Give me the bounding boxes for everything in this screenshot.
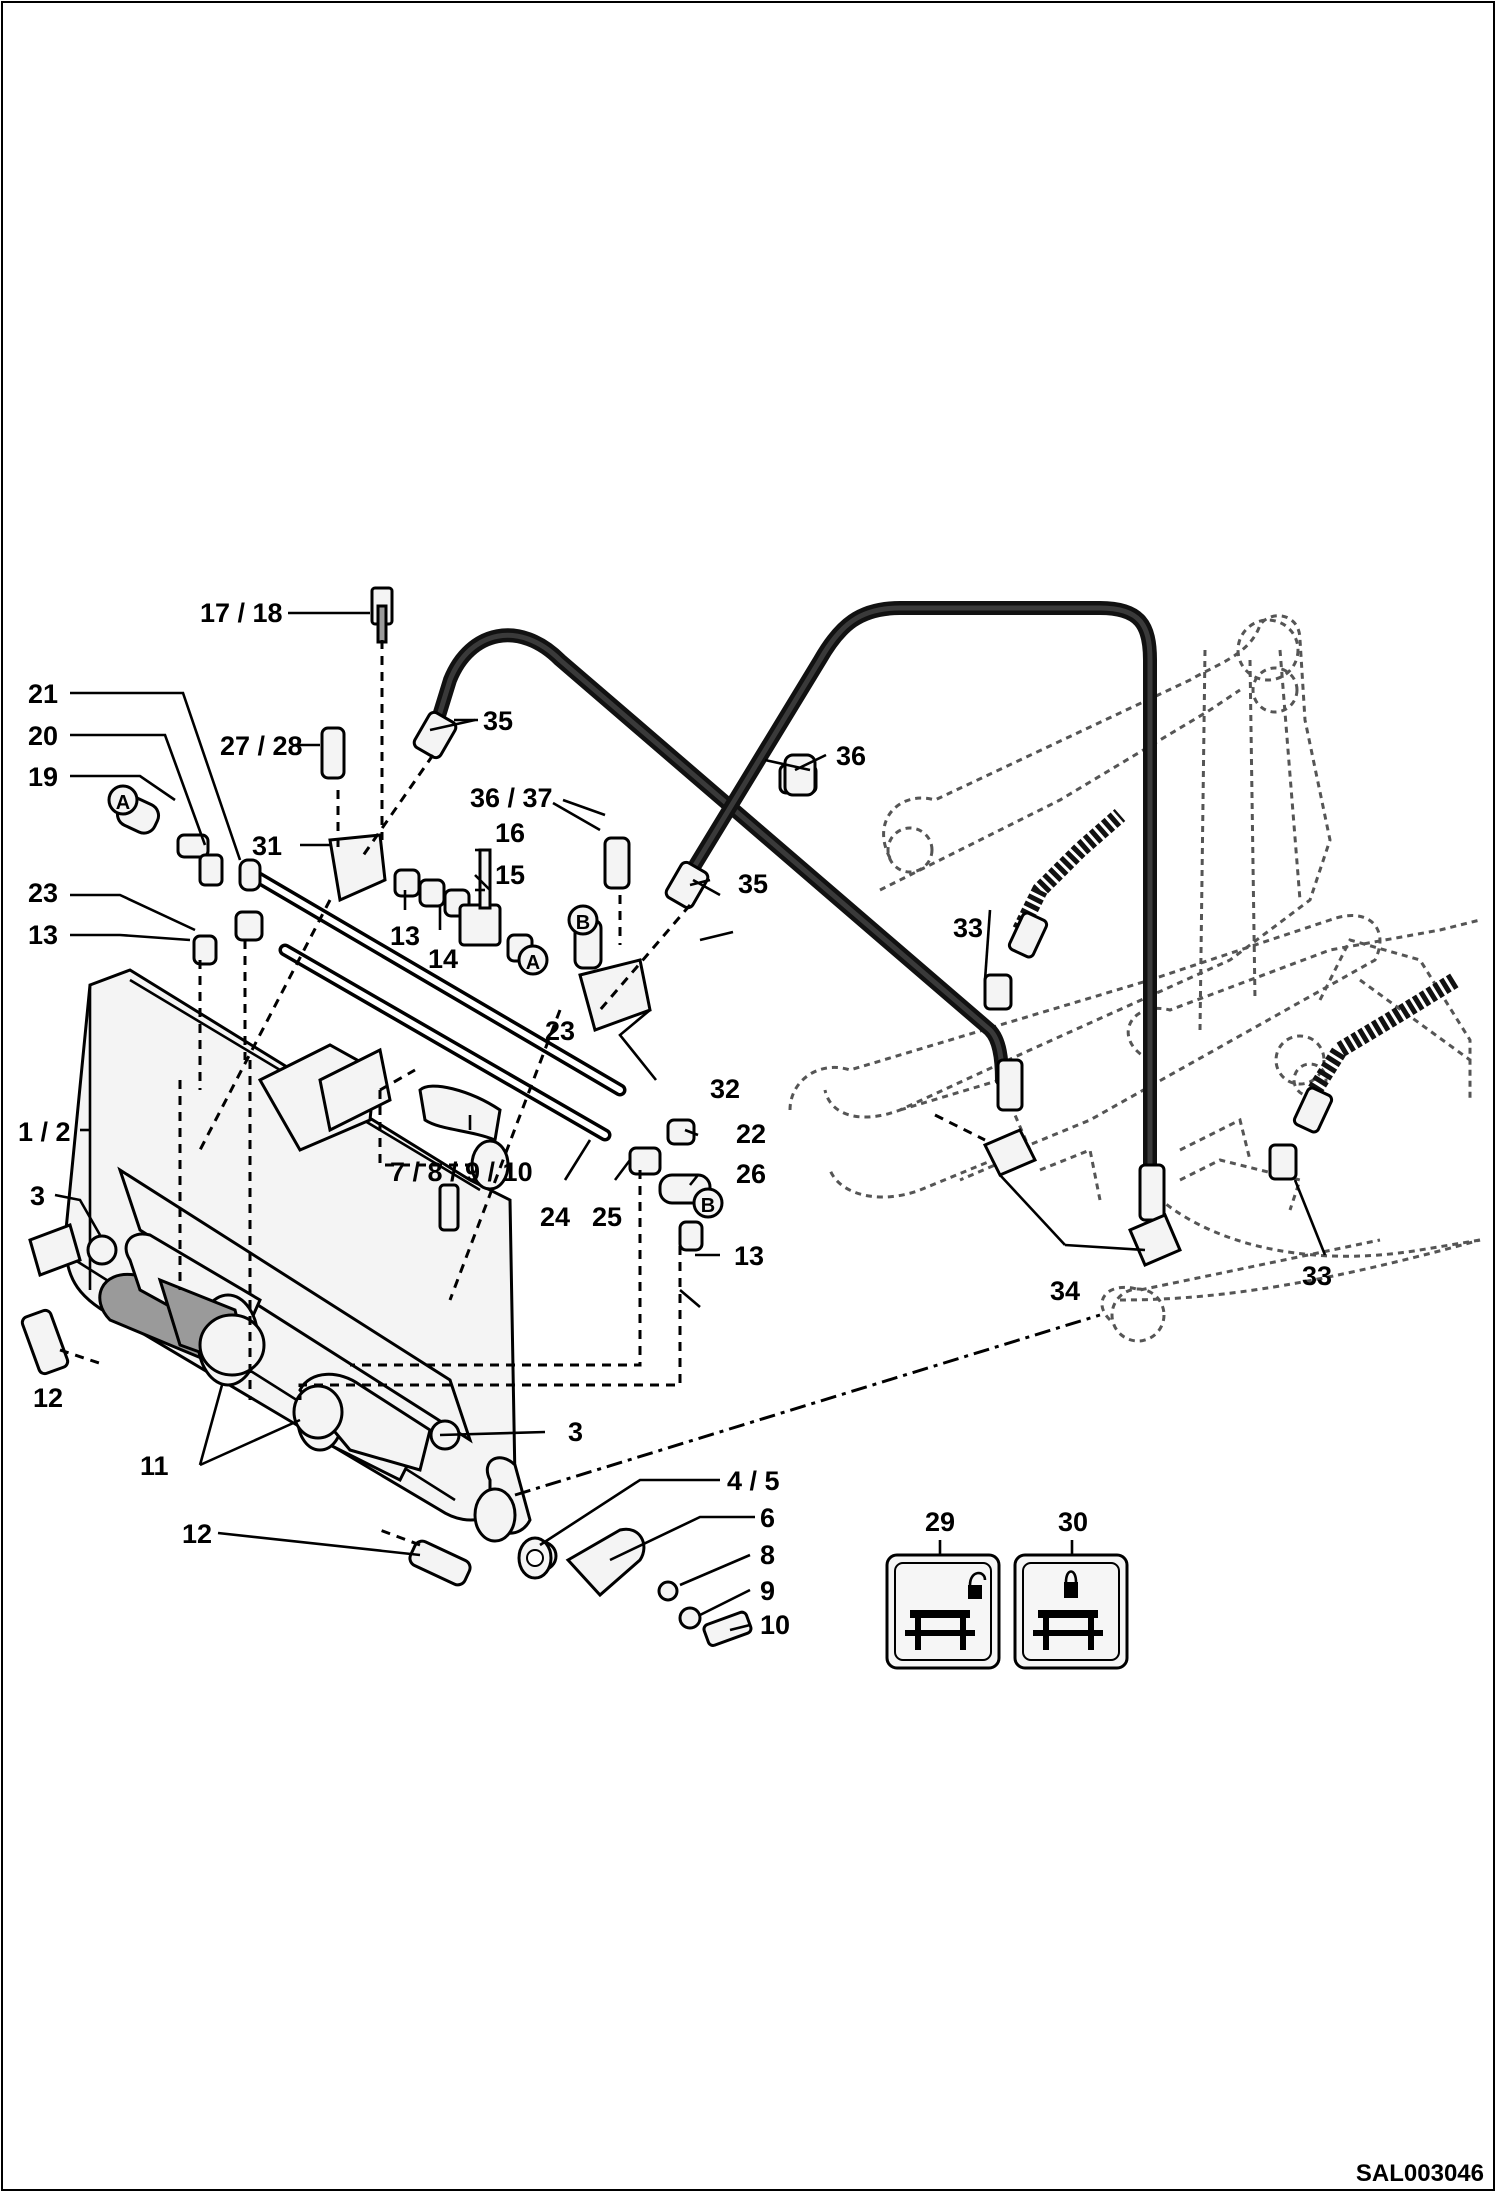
rigid-tubes bbox=[238, 863, 627, 1142]
callout-22: 22 bbox=[736, 1119, 766, 1149]
callout-20: 20 bbox=[28, 721, 58, 751]
callout-17-18: 17 / 18 bbox=[200, 598, 283, 628]
callout-11: 11 bbox=[140, 1451, 169, 1481]
loader-arm-outline bbox=[788, 614, 1481, 1343]
callout-15: 15 bbox=[495, 860, 525, 890]
callout-3-a: 3 bbox=[30, 1181, 45, 1211]
closed-lock-icon bbox=[1064, 1570, 1078, 1583]
callout-32: 32 bbox=[710, 1074, 740, 1104]
cylinder-11 bbox=[157, 1277, 432, 1472]
callout-35-b: 35 bbox=[738, 869, 768, 899]
callout-14: 14 bbox=[428, 944, 458, 974]
svg-text:B: B bbox=[576, 912, 590, 934]
svg-text:A: A bbox=[116, 792, 130, 814]
callout-13-a: 13 bbox=[28, 920, 58, 950]
connector-a-1: A bbox=[107, 784, 139, 816]
callout-24: 24 bbox=[540, 1202, 570, 1232]
callout-21: 21 bbox=[28, 679, 58, 709]
callout-1-2: 1 / 2 bbox=[18, 1117, 71, 1147]
callout-4-5: 4 / 5 bbox=[727, 1466, 780, 1496]
callout-7-8-9-10: 7 / 8 / 9 / 10 bbox=[390, 1157, 533, 1187]
connector-b-1: B bbox=[567, 904, 599, 936]
callout-6: 6 bbox=[760, 1503, 775, 1533]
location-lines bbox=[59, 640, 1101, 1547]
callout-23-b: 23 bbox=[545, 1016, 575, 1046]
svg-text:B: B bbox=[701, 1195, 715, 1217]
callout-26: 26 bbox=[736, 1159, 766, 1189]
callout-8: 8 bbox=[760, 1540, 775, 1570]
decal-30-locked bbox=[1013, 1553, 1129, 1670]
callout-33-a: 33 bbox=[953, 913, 983, 943]
drawing-code: SAL003046 bbox=[1355, 2160, 1484, 2187]
callout-29: 29 bbox=[925, 1507, 955, 1537]
hydraulic-hoses bbox=[423, 601, 1460, 1177]
callout-23-a: 23 bbox=[28, 878, 58, 908]
callout-19: 19 bbox=[28, 762, 58, 792]
callout-31: 31 bbox=[252, 831, 282, 861]
pin-assembly bbox=[517, 1536, 553, 1580]
callout-36-37: 36 / 37 bbox=[470, 783, 553, 813]
connector-a-2: A bbox=[517, 944, 549, 976]
connector-b-2: B bbox=[692, 1187, 724, 1219]
callout-13-b: 13 bbox=[390, 921, 420, 951]
callout-36: 36 bbox=[836, 741, 866, 771]
callout-35-a: 35 bbox=[483, 706, 513, 736]
callout-34: 34 bbox=[1050, 1276, 1080, 1306]
callout-9: 9 bbox=[760, 1576, 775, 1606]
svg-text:A: A bbox=[526, 952, 540, 974]
callout-12-b: 12 bbox=[182, 1519, 212, 1549]
callout-3-b: 3 bbox=[568, 1417, 583, 1447]
callout-27-28: 27 / 28 bbox=[220, 731, 303, 761]
callout-25: 25 bbox=[592, 1202, 622, 1232]
callout-33-b: 33 bbox=[1302, 1261, 1332, 1291]
open-lock-icon bbox=[968, 1571, 987, 1586]
callout-13-c: 13 bbox=[734, 1241, 764, 1271]
callout-16: 16 bbox=[495, 818, 525, 848]
decal-29-unlocked bbox=[885, 1553, 1001, 1670]
callout-30: 30 bbox=[1058, 1507, 1088, 1537]
callout-10: 10 bbox=[760, 1610, 790, 1640]
callout-12-a: 12 bbox=[33, 1383, 63, 1413]
